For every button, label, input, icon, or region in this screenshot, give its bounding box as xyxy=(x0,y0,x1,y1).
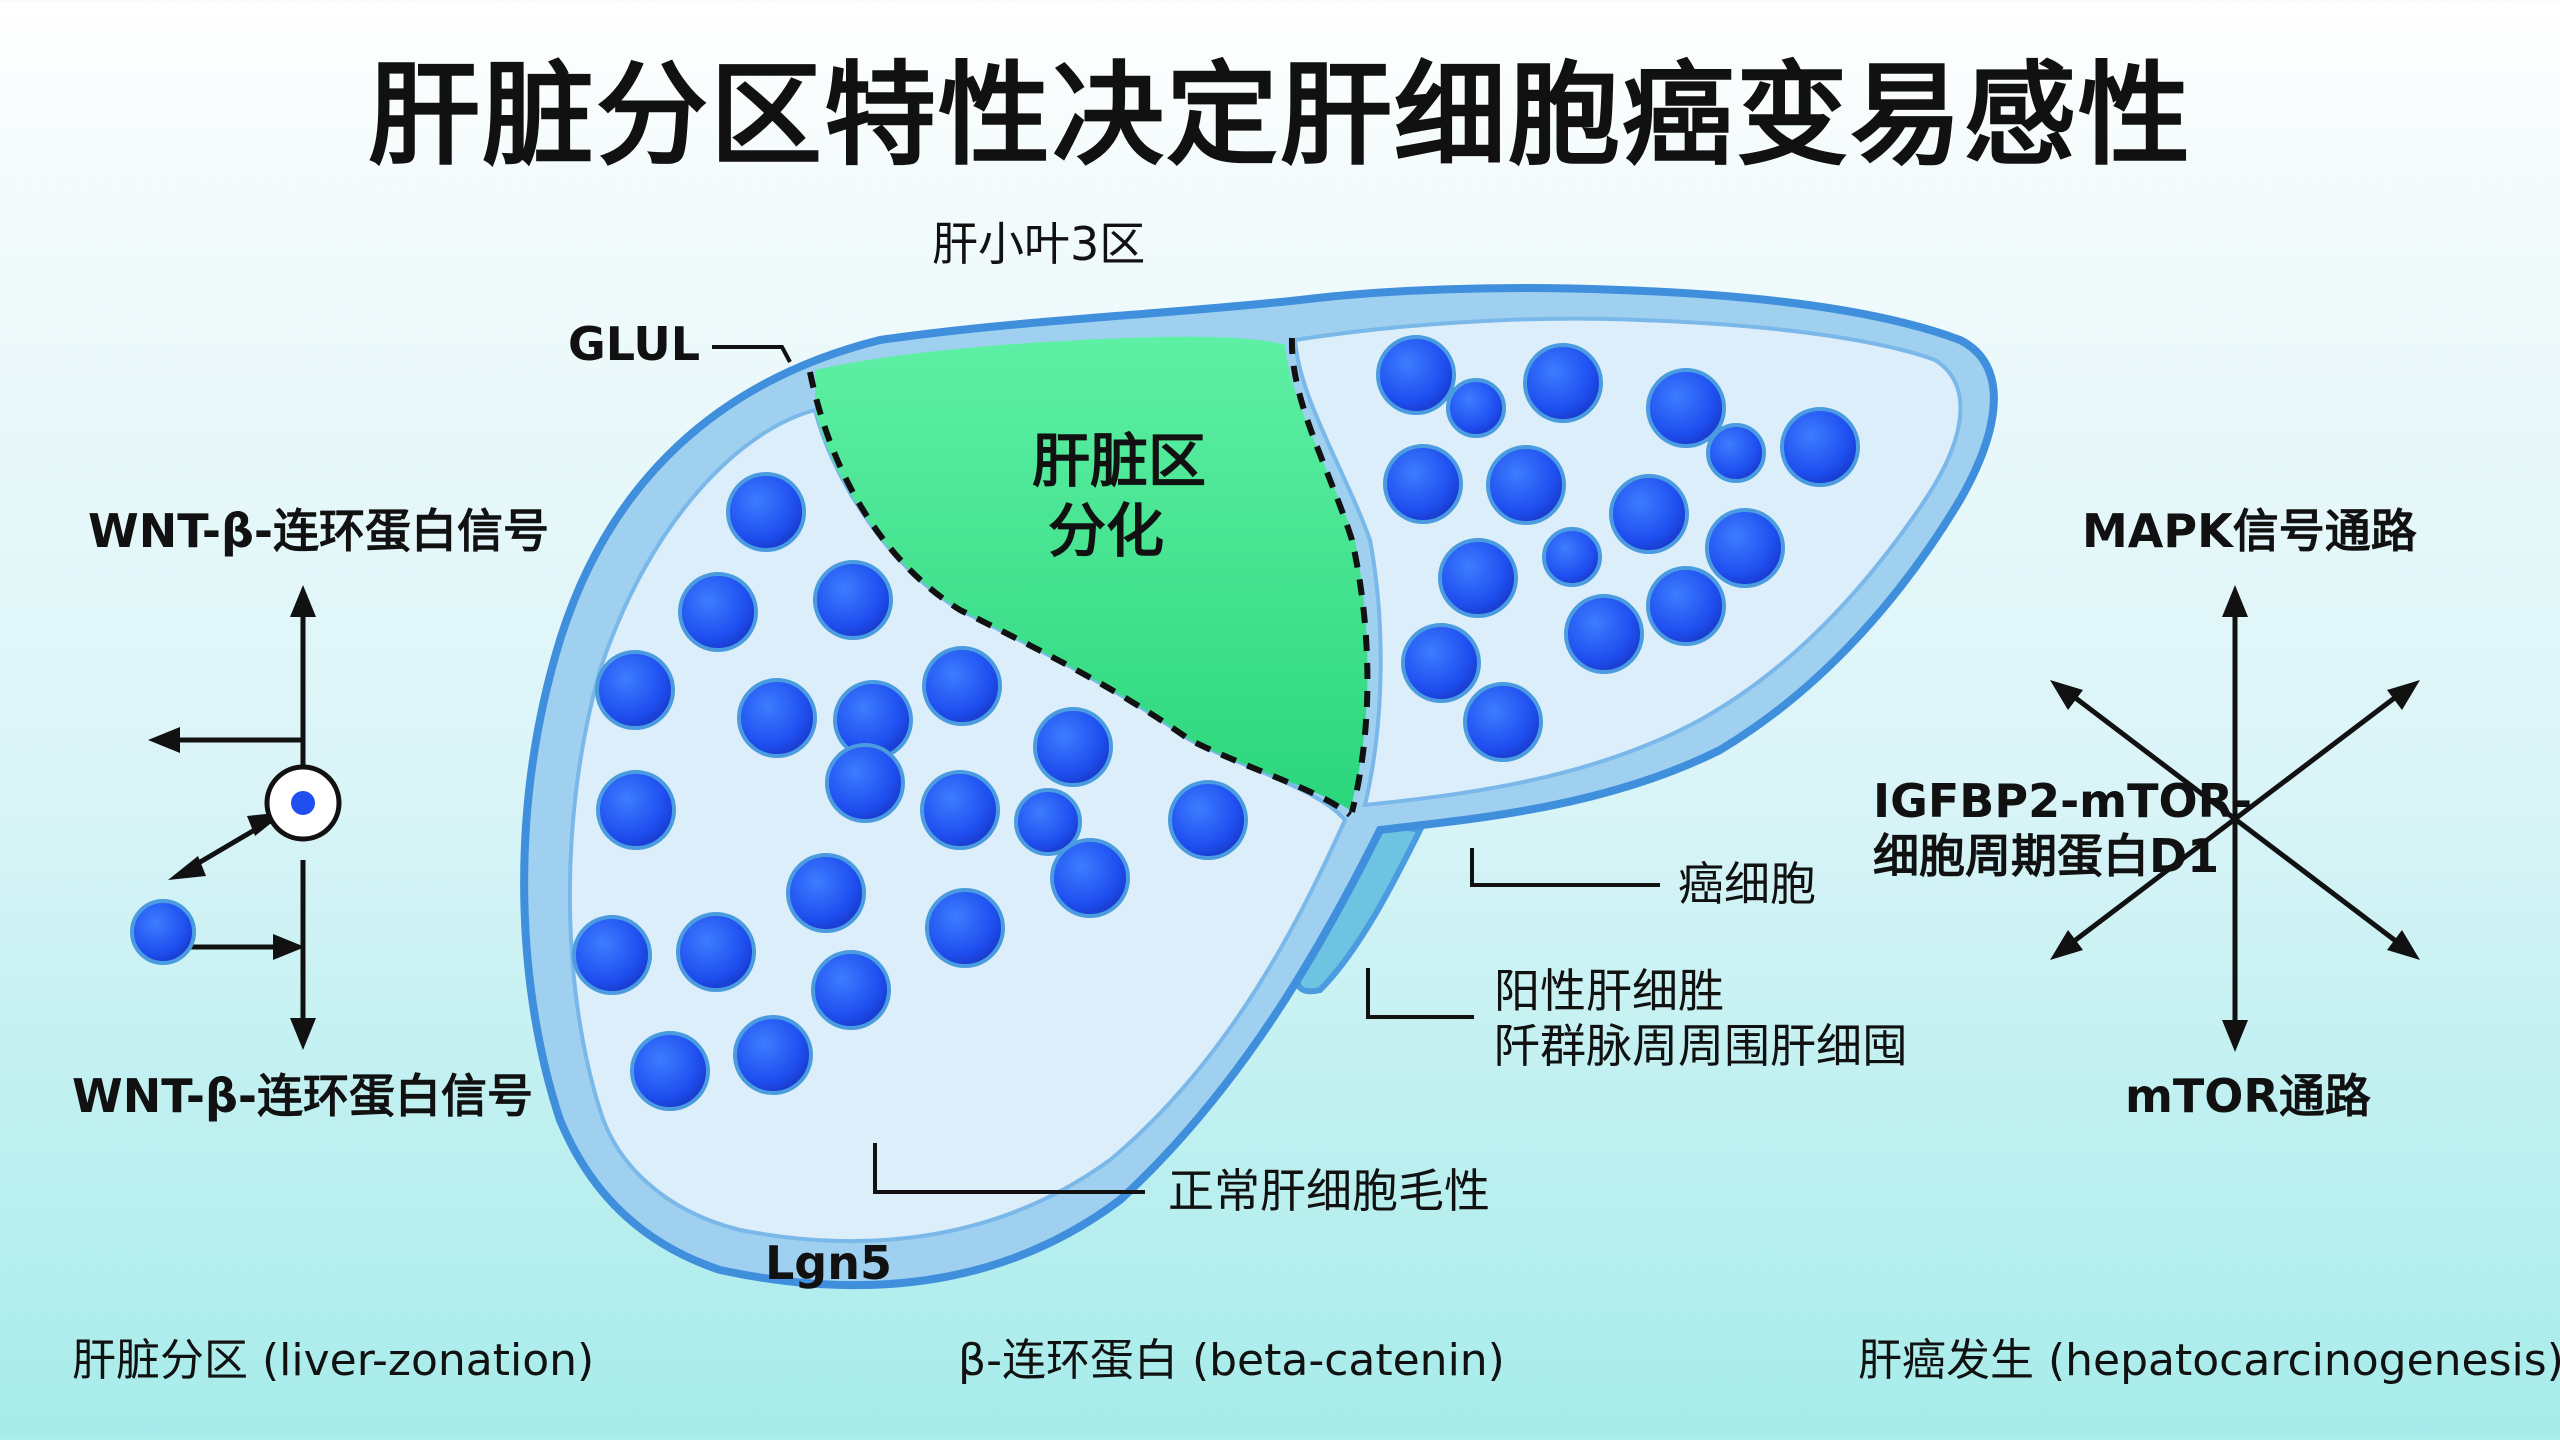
mapk-arrows xyxy=(2050,585,2420,1052)
hepatocyte-nucleus xyxy=(1486,445,1566,525)
hepatocyte-nucleus xyxy=(1401,623,1481,703)
hepatocyte-nucleus xyxy=(925,888,1005,968)
positive-hepatocyte-label-2: 阡群脉周周围肝细囤 xyxy=(1494,1019,1908,1073)
hepatocyte-nucleus xyxy=(1780,407,1860,487)
igfbp-label-2: 细胞周期蛋白D1 xyxy=(1873,829,2220,883)
hepatocyte-nucleus xyxy=(1523,343,1603,423)
caption-hepatocarcinogenesis: 肝癌发生 (hepatocarcinogenesis) xyxy=(1858,1335,2560,1386)
hepatocyte-cells xyxy=(572,335,1860,1111)
hepatocyte-nucleus xyxy=(786,853,866,933)
hepatocyte-nucleus xyxy=(1376,335,1456,415)
hepatocyte-nucleus xyxy=(1705,508,1785,588)
hepatocyte-nucleus xyxy=(920,770,1000,850)
hepatocyte-nucleus xyxy=(737,678,817,758)
hepatocyte-nucleus xyxy=(726,472,806,552)
hepatocyte-nucleus xyxy=(1383,444,1463,524)
hepatocyte-nucleus xyxy=(1050,838,1130,918)
hepatocyte-nucleus xyxy=(825,743,905,823)
normal-leader xyxy=(873,1143,1145,1194)
igfbp-label-1: IGFBP2-mTOR- xyxy=(1873,774,2253,828)
wnt-arrows xyxy=(148,585,316,1050)
cancer-cell-leader xyxy=(1470,848,1660,887)
mapk-label: MAPK信号通路 xyxy=(2082,504,2417,558)
zone-boundary-right xyxy=(1288,337,1371,813)
hepatocyte-nucleus xyxy=(1033,707,1113,787)
hepatocyte-nucleus xyxy=(678,572,758,652)
glul-label: GLUL xyxy=(568,317,701,371)
hepatocyte-nucleus xyxy=(813,560,893,640)
green-zone xyxy=(815,336,1368,810)
differentiation-label-1: 肝脏区 xyxy=(1032,427,1207,495)
glul-leader xyxy=(712,345,792,363)
wnt-signal-bottom-label: WNT-β-连环蛋白信号 xyxy=(72,1069,533,1123)
hepatocyte-nucleus xyxy=(596,770,676,850)
hepatocyte-nucleus xyxy=(1646,566,1726,646)
hepatocyte-nucleus xyxy=(595,650,675,730)
hepatocyte-nucleus xyxy=(1706,423,1766,483)
hepatocyte-nucleus xyxy=(1168,780,1248,860)
receptor-core-icon xyxy=(291,791,315,815)
hepatocyte-nucleus xyxy=(1542,527,1602,587)
caption-beta-catenin: β-连环蛋白 (beta-catenin) xyxy=(958,1335,1505,1386)
hepatocyte-nucleus xyxy=(1646,368,1726,448)
hepatocyte-nucleus xyxy=(676,912,756,992)
page-title: 肝脏分区特性决定肝细胞癌变易感性 xyxy=(368,51,2192,181)
hepatocyte-nucleus xyxy=(572,915,652,995)
ligand-cell-icon xyxy=(130,899,196,965)
cancer-cell-label: 癌细胞 xyxy=(1678,857,1816,911)
hepatocyte-nucleus xyxy=(1463,682,1543,762)
normal-hepatocyte-label: 正常肝细胞毛性 xyxy=(1168,1164,1490,1218)
lgn5-label: Lgn5 xyxy=(765,1236,892,1290)
hepatocyte-nucleus xyxy=(811,950,891,1030)
hepatocyte-nucleus xyxy=(1609,474,1689,554)
differentiation-label-2: 分化 xyxy=(1048,497,1165,565)
positive-hepatocyte-label-1: 阳性肝细胜 xyxy=(1494,964,1724,1018)
caption-liver-zonation: 肝脏分区 (liver-zonation) xyxy=(72,1335,595,1386)
hepatocyte-nucleus xyxy=(1014,788,1082,856)
wnt-signal-top-label: WNT-β-连环蛋白信号 xyxy=(88,504,549,558)
hepatocyte-nucleus xyxy=(1564,594,1644,674)
positive-leader xyxy=(1366,968,1474,1019)
zone3-label: 肝小叶3区 xyxy=(932,217,1146,271)
hepatocyte-nucleus xyxy=(1446,378,1506,438)
mtor-label: mTOR通路 xyxy=(2125,1069,2371,1123)
hepatocyte-nucleus xyxy=(733,1015,813,1095)
hepatocyte-nucleus xyxy=(1438,538,1518,618)
hepatocyte-nucleus xyxy=(630,1031,710,1111)
hepatocyte-nucleus xyxy=(922,646,1002,726)
